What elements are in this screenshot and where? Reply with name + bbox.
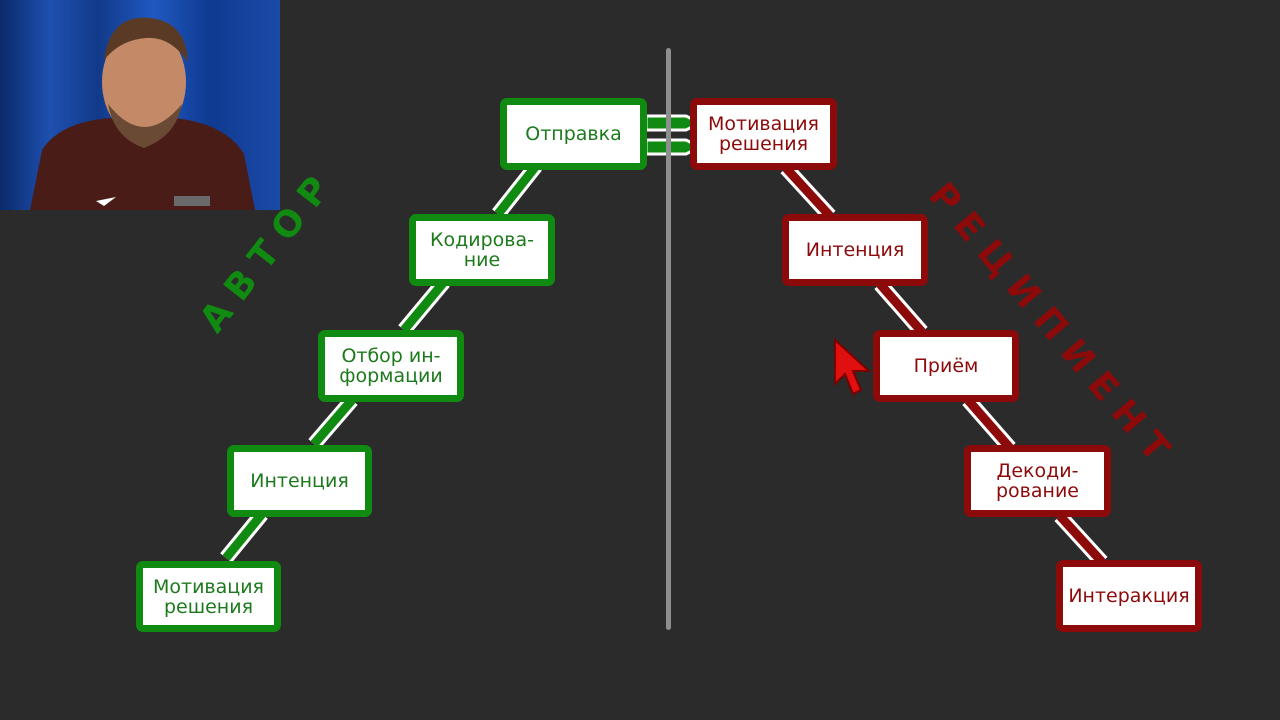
mouse-cursor-icon (834, 338, 872, 396)
author-step-intention: Интенция (227, 445, 372, 517)
connector-decoding-interaction-inner (1056, 512, 1106, 566)
recipient-step-reception: Приём (873, 330, 1019, 402)
connector-selection-coding-inner (400, 279, 448, 333)
recipient-step-decoding: Декоди- рование (964, 445, 1111, 517)
recipient-step-motivation: Мотивация решения (690, 98, 837, 170)
recipient-step-interaction: Интеракция (1056, 560, 1202, 632)
connector-reception-decoding-inner (964, 397, 1014, 451)
center-divider (666, 48, 671, 630)
recipient-connectors (780, 162, 1108, 568)
connector-intention-reception-inner (876, 281, 926, 335)
author-connectors (220, 161, 542, 563)
connector-motivation-intention-r-inner (782, 164, 834, 220)
connector-coding-sending-inner (494, 163, 540, 217)
connector-motivation-intention-inner (222, 511, 266, 561)
recipient-step-intention: Интенция (782, 214, 928, 286)
author-step-selection: Отбор ин- формации (318, 330, 464, 402)
author-step-motivation: Мотивация решения (136, 561, 281, 632)
presenter-silhouette-icon (30, 17, 255, 210)
presenter-video (0, 0, 280, 210)
author-step-coding: Кодирова- ние (409, 214, 555, 286)
author-step-sending: Отправка (500, 98, 647, 170)
connector-intention-selection-inner (310, 397, 356, 447)
